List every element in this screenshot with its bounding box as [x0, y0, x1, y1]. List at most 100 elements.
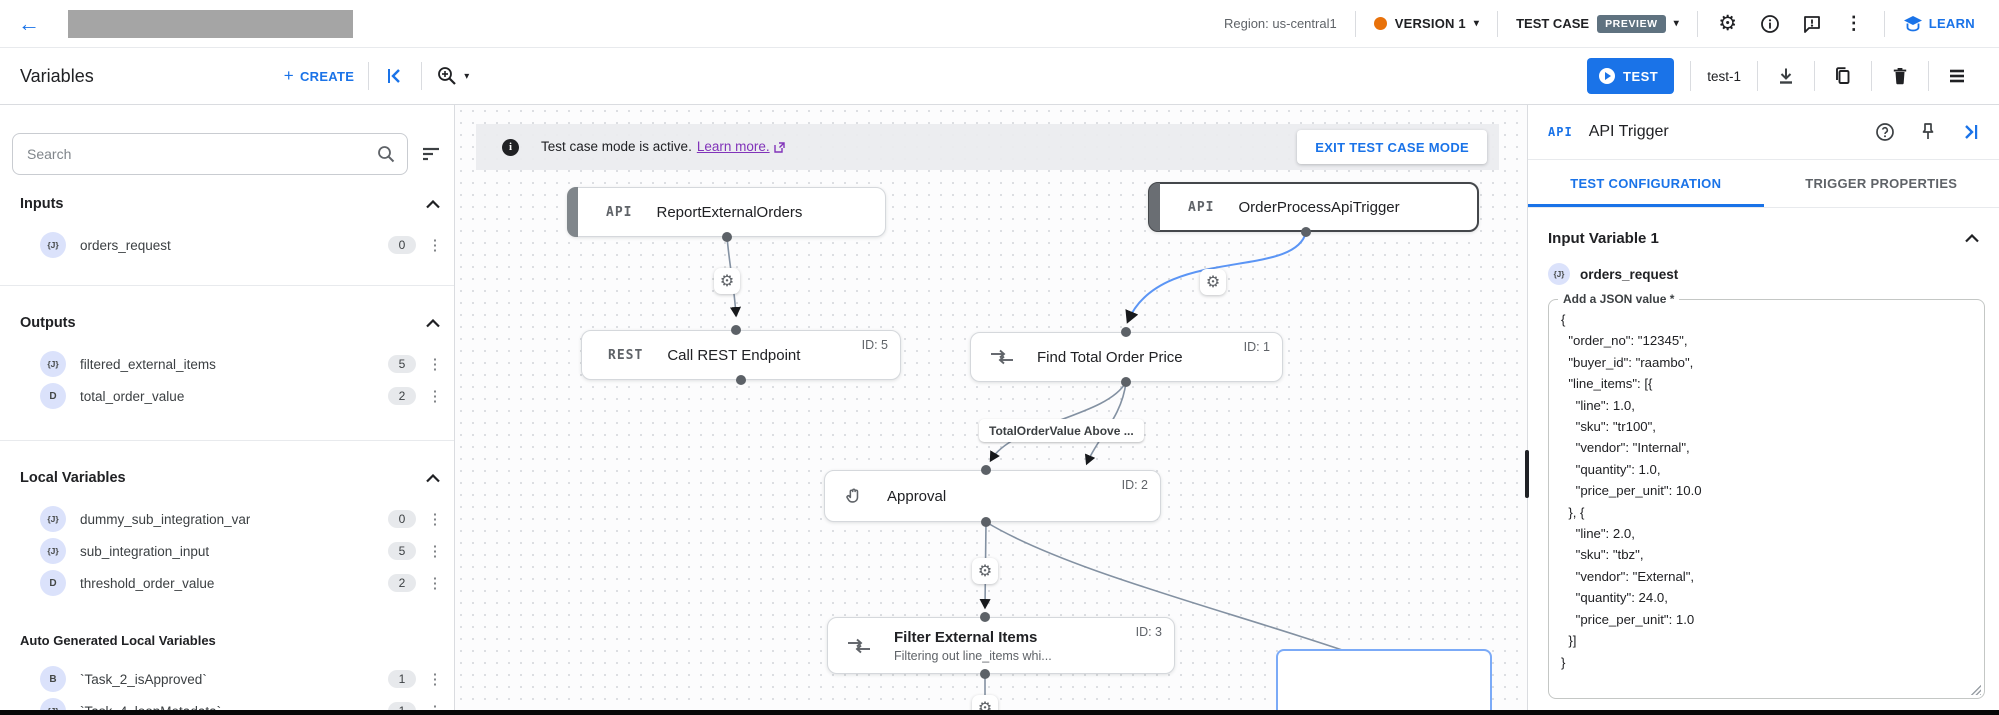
copy-icon[interactable]: [1831, 64, 1855, 88]
variable-row[interactable]: D threshold_order_value 2⋮: [0, 567, 454, 599]
back-arrow-button[interactable]: ←: [18, 10, 40, 36]
node-report-external-orders[interactable]: API ReportExternalOrders: [567, 187, 886, 237]
variable-name: sub_integration_input: [80, 543, 210, 559]
more-vertical-icon[interactable]: ⋮: [427, 388, 443, 405]
variable-row[interactable]: {J} sub_integration_input 5⋮: [0, 535, 454, 567]
edge-condition-label[interactable]: TotalOrderValue Above ...: [979, 419, 1144, 442]
variable-row[interactable]: B `Task_2_isApproved` 1⋮: [0, 663, 454, 695]
variable-row[interactable]: D total_order_value 2⋮: [0, 380, 454, 412]
more-vertical-icon[interactable]: ⋮: [427, 356, 443, 373]
section-title: Local Variables: [20, 470, 126, 486]
zoom-control-dropdown[interactable]: ▾: [436, 65, 469, 87]
window-bottom-edge: [0, 710, 1999, 715]
chevron-up-icon[interactable]: [1965, 234, 1979, 243]
json-value-field[interactable]: Add a JSON value * { "order_no": "12345"…: [1548, 292, 1985, 699]
create-variable-button[interactable]: + CREATE: [284, 66, 355, 86]
test-case-label: TEST CASE: [1516, 16, 1590, 31]
input-variable-header: Input Variable 1: [1548, 230, 1985, 247]
api-trigger-config-panel: API API Trigger TEST CONFIGURATION TRI: [1527, 105, 1999, 715]
connector-dot[interactable]: [1121, 327, 1131, 337]
learn-button[interactable]: LEARN: [1903, 15, 1975, 33]
test-button-label: TEST: [1623, 68, 1659, 84]
feedback-icon[interactable]: [1800, 12, 1824, 36]
edge-gear-icon[interactable]: ⚙: [1200, 269, 1226, 295]
settings-gear-icon[interactable]: ⚙: [1718, 11, 1738, 35]
node-find-total-order-price[interactable]: Find Total Order Price ID: 1: [970, 332, 1283, 382]
tab-test-configuration[interactable]: TEST CONFIGURATION: [1528, 160, 1764, 207]
node-filter-external-items[interactable]: Filter External Items Filtering out line…: [827, 617, 1175, 674]
search-box: [12, 133, 408, 175]
node-approval[interactable]: Approval ID: 2: [824, 470, 1161, 522]
connector-dot[interactable]: [1301, 227, 1311, 237]
node-title: Filter External Items: [894, 628, 1038, 646]
tab-trigger-properties[interactable]: TRIGGER PROPERTIES: [1805, 176, 1958, 191]
delete-trash-icon[interactable]: [1888, 64, 1912, 88]
variable-row[interactable]: {J} filtered_external_items 5⋮: [0, 348, 454, 380]
node-title: Approval: [887, 487, 947, 505]
hand-approval-icon: [843, 484, 865, 508]
pin-icon[interactable]: [1919, 122, 1937, 142]
chevron-up-icon[interactable]: [426, 473, 440, 483]
more-vertical-icon[interactable]: ⋮: [427, 511, 443, 528]
connector-dot[interactable]: [722, 232, 732, 242]
node-call-rest-endpoint[interactable]: REST Call REST Endpoint ID: 5: [581, 330, 901, 380]
more-vertical-icon[interactable]: ⋮: [427, 671, 443, 688]
variable-row[interactable]: {J} dummy_sub_integration_var 0⋮: [0, 503, 454, 535]
variable-name: orders_request: [80, 237, 171, 253]
collapse-panel-icon[interactable]: [1961, 122, 1981, 142]
json-value-editor[interactable]: { "order_no": "12345", "buyer_id": "raam…: [1561, 312, 1702, 670]
connector-dot[interactable]: [731, 325, 741, 335]
test-button[interactable]: TEST: [1587, 58, 1675, 94]
learn-more-link[interactable]: Learn more.: [696, 138, 770, 154]
banner-text: Test case mode is active.Learn more.: [541, 139, 785, 156]
filter-sort-icon[interactable]: [418, 145, 444, 163]
test-case-mode-banner: i Test case mode is active.Learn more. E…: [476, 124, 1499, 170]
chevron-up-icon[interactable]: [426, 199, 440, 209]
test-case-name[interactable]: test-1: [1707, 68, 1741, 84]
usage-count-badge: 5: [388, 355, 416, 373]
version-status-dot: [1373, 17, 1387, 30]
more-vertical-icon[interactable]: ⋮: [427, 237, 443, 254]
download-icon[interactable]: [1774, 64, 1798, 88]
api-badge: API: [606, 204, 633, 220]
panel-resize-handle[interactable]: [1525, 450, 1529, 498]
banner-message: Test case mode is active.: [541, 138, 692, 154]
topbar-actions: Region: us-central1 VERSION 1 ▾ TEST CAS…: [1224, 10, 1975, 37]
connector-dot[interactable]: [980, 669, 990, 679]
divider: [1690, 61, 1692, 91]
connector-dot[interactable]: [980, 612, 990, 622]
connector-dot[interactable]: [981, 517, 991, 527]
api-badge: API: [1188, 199, 1215, 215]
textarea-resize-handle[interactable]: [1970, 684, 1981, 695]
integration-canvas[interactable]: i Test case mode is active.Learn more. E…: [455, 105, 1527, 715]
search-row: [12, 133, 444, 175]
page-title: Variables: [20, 65, 94, 86]
info-icon[interactable]: [1758, 12, 1782, 36]
exit-test-case-mode-button[interactable]: EXIT TEST CASE MODE: [1297, 130, 1487, 164]
selected-note-box[interactable]: [1276, 649, 1492, 715]
search-input[interactable]: [12, 133, 408, 175]
more-vertical-icon[interactable]: ⋮: [1844, 13, 1863, 33]
collapse-sidebar-icon[interactable]: [383, 64, 407, 88]
menu-list-icon[interactable]: [1945, 64, 1969, 88]
version-dropdown[interactable]: VERSION 1 ▾: [1373, 16, 1479, 31]
panel-content: Input Variable 1 {J} orders_request Add …: [1528, 208, 1999, 699]
connector-dot[interactable]: [981, 465, 991, 475]
connector-dot[interactable]: [736, 375, 746, 385]
more-vertical-icon[interactable]: ⋮: [427, 543, 443, 560]
edge-approval-to-note[interactable]: [985, 521, 1349, 653]
test-case-dropdown[interactable]: TEST CASE PREVIEW ▾: [1516, 14, 1679, 33]
divider: [1696, 10, 1698, 37]
connector-dot[interactable]: [1121, 377, 1131, 387]
node-title: Find Total Order Price: [1037, 348, 1183, 366]
chevron-up-icon[interactable]: [426, 318, 440, 328]
edge-trigger-to-findtotal[interactable]: [1125, 231, 1307, 324]
edge-gear-icon[interactable]: ⚙: [972, 558, 998, 584]
variable-row[interactable]: {J} orders_request 0⋮: [0, 229, 454, 261]
more-vertical-icon[interactable]: ⋮: [427, 575, 443, 592]
edge-gear-icon[interactable]: ⚙: [714, 268, 740, 294]
node-order-process-api-trigger[interactable]: API OrderProcessApiTrigger: [1148, 182, 1479, 232]
divider: [1928, 61, 1929, 91]
json-type-icon: {J}: [40, 232, 66, 258]
help-icon[interactable]: [1875, 122, 1895, 142]
